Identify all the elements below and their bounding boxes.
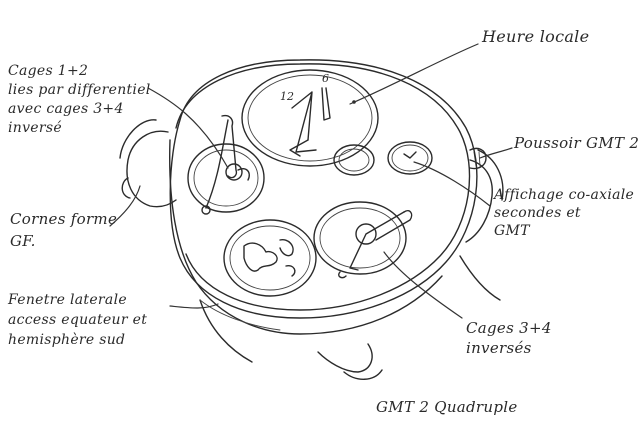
dial-numeral-12: 12 bbox=[280, 90, 294, 103]
label-poussoir-gmt2: Poussoir GMT 2 bbox=[514, 134, 640, 152]
cages-1-2-area bbox=[187, 114, 265, 215]
label-affichage-coaxiale: Affichage co-axiale secondes et GMT bbox=[494, 187, 635, 239]
watch-case bbox=[169, 59, 478, 335]
label-cages-1-2: Cages 1+2 lies par differentiel avec cag… bbox=[8, 63, 151, 136]
gmt-window bbox=[333, 144, 375, 176]
leader-lines bbox=[109, 43, 513, 319]
caption-gmt2-quadruple: GMT 2 Quadruple bbox=[376, 398, 518, 416]
crown-pusher bbox=[469, 147, 487, 170]
cages-3-4-area bbox=[313, 201, 413, 279]
label-cages-3-4: Cages 3+4 inversés bbox=[466, 319, 552, 357]
label-heure-locale: Heure locale bbox=[482, 27, 590, 46]
coaxial-subdial bbox=[387, 141, 433, 175]
local-time-dial bbox=[241, 69, 379, 167]
globe-window bbox=[223, 219, 317, 297]
label-fenetre-laterale: Fenetre laterale access equateur et hemi… bbox=[8, 292, 148, 348]
watch-lugs bbox=[119, 119, 504, 380]
dial-numeral-6: 6 bbox=[322, 72, 329, 85]
label-cornes-forme: Cornes forme GF. bbox=[10, 210, 118, 250]
